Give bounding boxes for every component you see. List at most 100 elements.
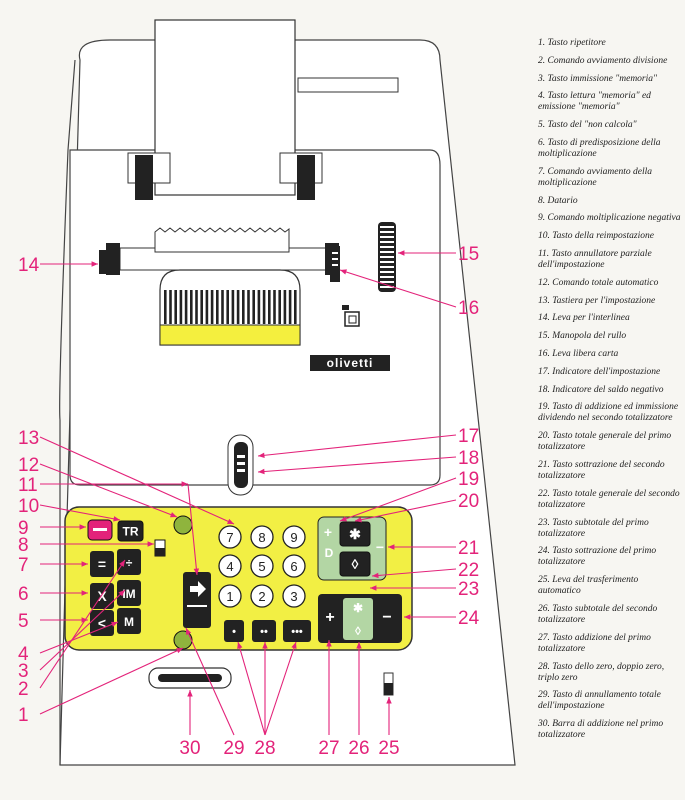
knob-ridge (380, 246, 394, 248)
callout-2: 2 (18, 679, 29, 700)
plus-first-label: + (325, 609, 334, 626)
legend-text: Tasto sottrazione del primo totalizzator… (538, 546, 657, 568)
knob-ridge (380, 251, 394, 253)
callout-1: 1 (18, 705, 29, 726)
leader-arrowhead (237, 642, 243, 649)
digit-cap (250, 584, 274, 608)
typebar (252, 290, 255, 324)
leader-arrowhead (340, 269, 347, 275)
leader-18 (257, 456, 457, 473)
digit-key-4[interactable]: 4 (218, 554, 242, 578)
legend-item: 22. Tasto totale generale del secondo to… (538, 489, 683, 511)
digit-key-5[interactable]: 5 (250, 554, 274, 578)
brand-plate (310, 355, 390, 371)
legend-number: 16. (538, 348, 553, 359)
triple-zero-key[interactable]: ••• (283, 620, 311, 642)
typebar (205, 290, 209, 324)
zero-key-label: • (232, 626, 236, 638)
leader-arrowhead (340, 516, 347, 522)
leader-arrowhead (187, 690, 193, 697)
subtotal-block (343, 598, 373, 640)
im-key[interactable]: IM (117, 580, 141, 606)
typebar (195, 290, 198, 324)
leader-arrowhead (227, 518, 234, 524)
reentry-key[interactable]: TR (117, 520, 144, 542)
grand-total-second-key[interactable]: ◊ (339, 551, 371, 577)
grand-total-second-key-cap (339, 551, 371, 577)
legend-item: 26. Tasto subtotale del secondo totalizz… (538, 604, 683, 626)
digit-label: 6 (290, 559, 297, 574)
leader-arrowhead (326, 640, 332, 647)
typebar (210, 290, 214, 324)
legend-text: Datario (547, 195, 578, 206)
legend-number: 11. (538, 248, 552, 259)
legend-number: 10. (538, 231, 553, 242)
callout-10: 10 (18, 496, 39, 517)
digit-key-7[interactable]: 7 (218, 525, 242, 549)
callout-21: 21 (458, 538, 479, 559)
knob-ridge (380, 256, 394, 258)
knob-ridge (380, 281, 394, 283)
legend-number: 14. (538, 313, 553, 324)
multiply-key[interactable]: X (90, 583, 114, 609)
memory-key[interactable]: M (117, 608, 141, 634)
leader-arrowhead (170, 512, 177, 518)
legend-number: 27. (538, 632, 553, 643)
legend-text: Tasto subtotale del primo totalizzatore (538, 517, 649, 539)
typebar (179, 290, 183, 324)
double-zero-key-label: •• (260, 626, 268, 638)
minus-first-label: − (382, 609, 391, 626)
paper-roll (154, 19, 296, 196)
typebar (268, 290, 271, 324)
double-zero-key[interactable]: •• (252, 620, 276, 642)
callout-24: 24 (458, 608, 480, 629)
digit-key-9[interactable]: 9 (282, 525, 306, 549)
digit-label: 8 (258, 530, 265, 545)
divide-key[interactable]: ÷ (117, 549, 141, 575)
digit-key-8[interactable]: 8 (250, 525, 274, 549)
digit-key-1[interactable]: 1 (218, 584, 242, 608)
legend-number: 24. (538, 546, 553, 557)
legend-item: 4. Tasto lettura "memoria" ed emissione … (538, 91, 683, 113)
legend-number: 30. (538, 719, 553, 730)
equals-key-cap (90, 551, 114, 577)
legend-item: 7. Comando avviamento della moltiplicazi… (538, 167, 683, 189)
knob-ridge (380, 231, 394, 233)
typebar (184, 290, 188, 324)
arrow-right-icon (190, 581, 206, 597)
legend-item: 1. Tasto ripetitore (538, 38, 683, 49)
knob-ridge (380, 276, 394, 278)
repeat-button[interactable] (173, 630, 193, 650)
legend-text: Tasto totale generale del primo totalizz… (538, 431, 672, 453)
leader-29 (185, 627, 235, 736)
leader-arrowhead (119, 560, 125, 567)
legend-number: 25. (538, 575, 553, 586)
leader-17 (257, 434, 457, 457)
legend-item: 12. Comando totale automatico (538, 278, 683, 289)
memory-key-label: M (124, 615, 134, 629)
equals-key[interactable]: = (90, 551, 114, 577)
leader-11 (187, 483, 198, 576)
zero-key[interactable]: • (224, 620, 244, 642)
grand-total-first-key[interactable]: ✱ (339, 521, 371, 547)
legend-number: 7. (538, 166, 548, 177)
typebar (216, 290, 219, 324)
leader-arrowhead (91, 261, 98, 267)
digit-label: 3 (290, 589, 297, 604)
legend-number: 1. (538, 38, 548, 48)
legend-number: 29. (538, 690, 553, 701)
auto-total-button[interactable] (173, 515, 193, 535)
digit-key-3[interactable]: 3 (282, 584, 306, 608)
interline-lever[interactable] (99, 250, 106, 274)
legend-item: 21. Tasto sottrazione del secondo totali… (538, 460, 683, 482)
grand-total-first-key-label: ✱ (349, 526, 361, 542)
legend-number: 6. (538, 137, 548, 148)
digit-key-2[interactable]: 2 (250, 584, 274, 608)
legend-text: Tasto totale generale del secondo totali… (538, 488, 680, 510)
partial-clear-key[interactable] (183, 572, 211, 628)
digit-key-6[interactable]: 6 (282, 554, 306, 578)
typebar (174, 290, 177, 324)
knob-ridge (380, 286, 394, 288)
less-key[interactable]: < (90, 610, 114, 636)
